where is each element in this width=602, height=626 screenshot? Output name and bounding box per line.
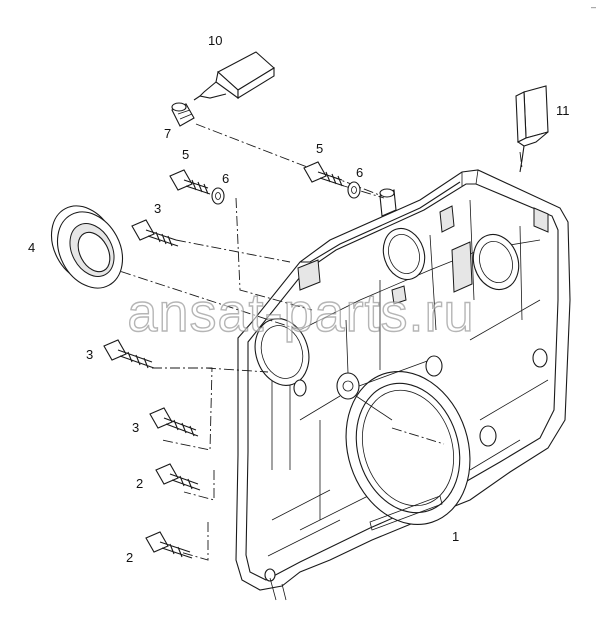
callout-3-top: 3 bbox=[154, 201, 162, 216]
callout-5-left: 5 bbox=[182, 147, 190, 162]
sealant-tube-11 bbox=[515, 85, 549, 173]
callout-6-left: 6 bbox=[222, 171, 230, 186]
callout-4: 4 bbox=[28, 240, 36, 255]
callout-1: 1 bbox=[452, 529, 460, 544]
callout-3-middle: 3 bbox=[86, 347, 94, 362]
callout-3-lower: 3 bbox=[132, 420, 140, 435]
callout-2-lower: 2 bbox=[126, 550, 134, 565]
callout-11: 11 bbox=[556, 103, 570, 118]
callout-10: 10 bbox=[208, 33, 223, 48]
bolt-3-top bbox=[131, 219, 179, 247]
seal-ring-4 bbox=[50, 205, 124, 289]
flywheel-housing bbox=[235, 169, 571, 601]
bolt-2-upper bbox=[155, 463, 201, 491]
bolt-3-middle bbox=[103, 339, 155, 369]
callout-6-upper: 6 bbox=[356, 165, 364, 180]
bolt-5-left bbox=[169, 169, 211, 195]
sealant-tube-10 bbox=[193, 51, 275, 101]
callout-2-upper: 2 bbox=[136, 476, 144, 491]
washer-6-upper bbox=[347, 181, 361, 199]
washer-6-left bbox=[211, 187, 225, 205]
callout-5-upper: 5 bbox=[316, 141, 324, 156]
bolt-5-upper bbox=[303, 161, 345, 187]
callout-7: 7 bbox=[164, 126, 172, 141]
bolt-2-lower bbox=[145, 531, 193, 559]
plug-7 bbox=[171, 102, 195, 127]
corner-mark: – bbox=[590, 2, 596, 12]
bolt-3-lower bbox=[149, 407, 199, 437]
